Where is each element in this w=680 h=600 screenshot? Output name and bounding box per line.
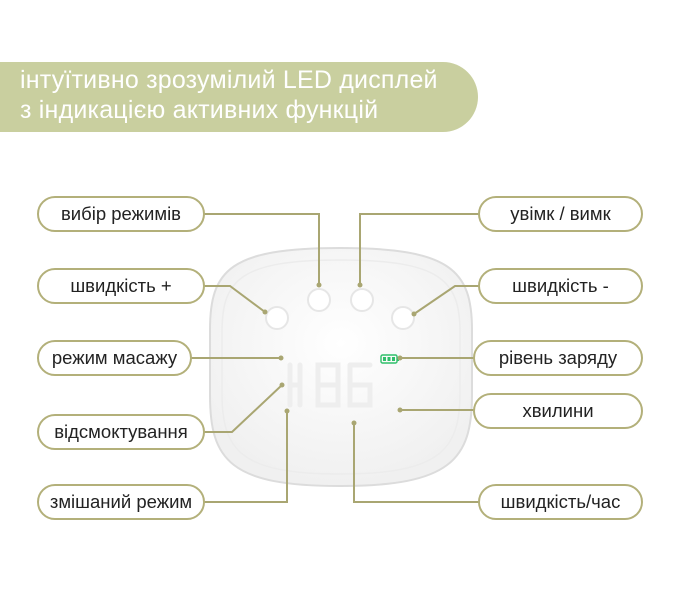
- connector-speed-plus: [203, 285, 266, 313]
- headline-banner: інтуїтивно зрозумілий LED дисплей з інди…: [0, 62, 478, 132]
- button-icon: [265, 306, 289, 330]
- connector-speed-time: [353, 424, 480, 503]
- button-icon: [391, 306, 415, 330]
- label-speed-time: швидкість/час: [478, 484, 643, 520]
- connector-mode-select: [203, 213, 320, 283]
- connector-speed-minus: [413, 285, 480, 315]
- label-charge-level: рівень заряду: [473, 340, 643, 376]
- connector-power: [359, 213, 480, 283]
- label-minutes: хвилини: [473, 393, 643, 429]
- label-suction: відсмоктування: [37, 414, 205, 450]
- button-icon: [307, 288, 331, 312]
- label-power: увімк / вимк: [478, 196, 643, 232]
- label-mode-select: вибір режимів: [37, 196, 205, 232]
- label-massage-mode: режим масажу: [37, 340, 192, 376]
- label-speed-plus: швидкість +: [37, 268, 205, 304]
- connector-mixed: [203, 412, 288, 503]
- connector-suction: [203, 384, 283, 433]
- button-icon: [350, 288, 374, 312]
- label-speed-minus: швидкість -: [478, 268, 643, 304]
- headline-line-1: інтуїтивно зрозумілий LED дисплей: [20, 66, 438, 94]
- led-digits: [287, 362, 373, 408]
- label-mixed-mode: змішаний режим: [37, 484, 205, 520]
- headline-line-2: з індикацією активних функцій: [20, 96, 379, 124]
